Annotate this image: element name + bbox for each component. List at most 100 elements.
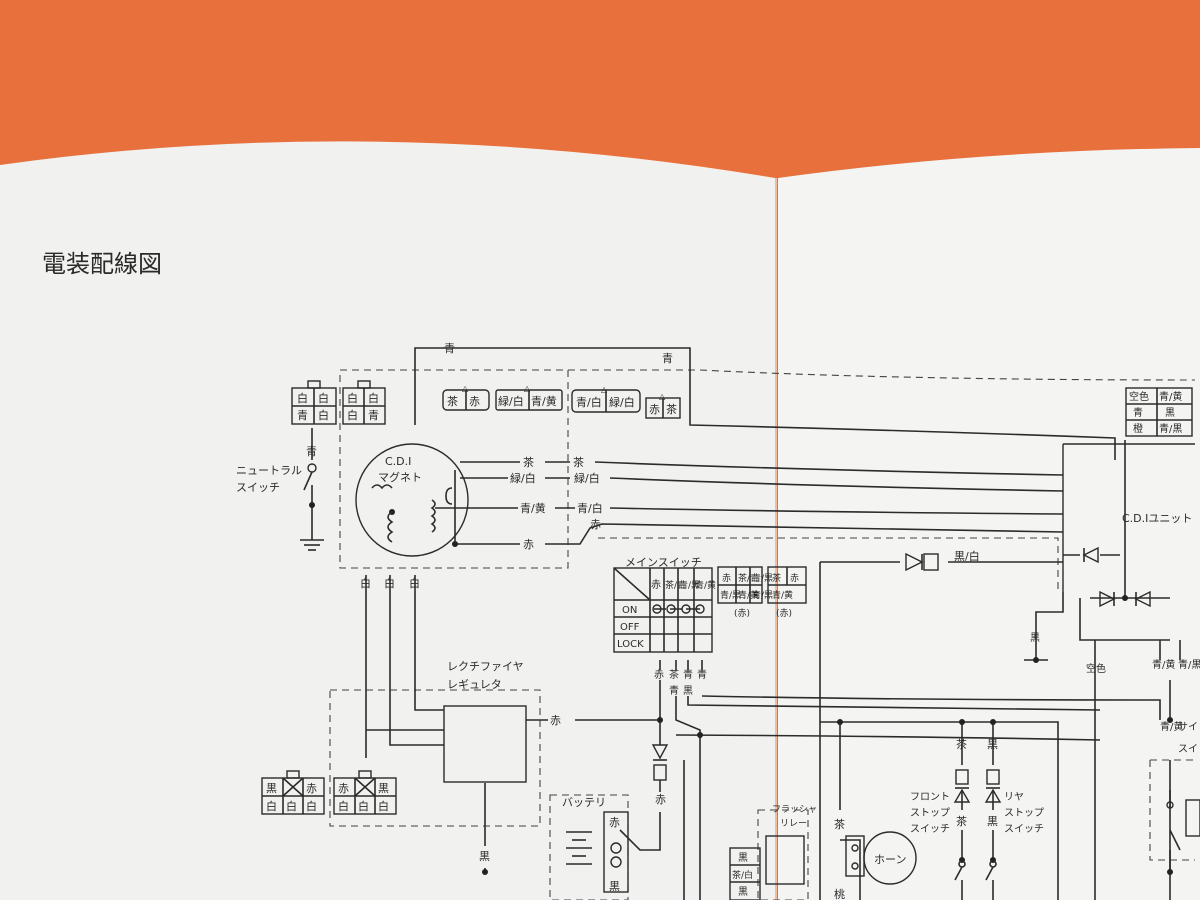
front-stop-label-1: フロント — [910, 792, 950, 803]
cdi-unit-label: C.D.Iユニット — [1122, 512, 1192, 525]
svg-text:LOCK: LOCK — [617, 639, 644, 650]
svg-text:黒: 黒 — [378, 782, 389, 795]
wire-white-3 — [414, 575, 444, 711]
neutral-switch-label-1: ニュートラル — [236, 464, 302, 477]
diode-icon — [905, 552, 939, 572]
cdi-black-label: 黒 — [1030, 632, 1040, 644]
page-title: 電装配線図 — [42, 250, 162, 278]
svg-text:△: △ — [601, 385, 608, 394]
battery-icon — [566, 831, 592, 865]
svg-text:緑/白: 緑/白 — [498, 394, 524, 408]
cdi-magneto-label-2: マグネト — [378, 470, 422, 484]
neutral-switch-label-2: スイッチ — [236, 481, 280, 494]
junction-dot — [697, 732, 703, 738]
label-red-1: 赤 — [523, 538, 534, 551]
svg-text:茶/青: 茶/青 — [665, 579, 686, 591]
svg-text:茶: 茶 — [447, 395, 458, 408]
svg-text:白: 白 — [266, 799, 277, 813]
svg-text:青: 青 — [1133, 406, 1143, 419]
cdi-diodes-icon — [1082, 546, 1151, 608]
horn-wire-brown: 茶 — [834, 818, 845, 831]
rectifier-box — [443, 705, 527, 783]
side-dashed-box — [1149, 759, 1195, 861]
ground-symbol — [300, 539, 324, 551]
side-connector — [1185, 799, 1200, 837]
svg-text:青/黒: 青/黒 — [720, 589, 741, 601]
svg-text:茶/青: 茶/青 — [738, 572, 759, 584]
svg-text:白: 白 — [318, 408, 329, 422]
svg-text:白: 白 — [378, 799, 389, 813]
ms-out-blue-3: 青 — [669, 684, 679, 697]
magneto-coil-icon — [371, 470, 456, 544]
diode-icon — [651, 744, 669, 781]
wire-ms-2 — [675, 660, 701, 900]
svg-text:白: 白 — [368, 391, 379, 405]
svg-text:青: 青 — [368, 409, 379, 422]
svg-text:白: 白 — [347, 408, 358, 422]
svg-text:ON: ON — [622, 605, 637, 616]
connector-c8: 赤 茶/青 青/黒 青/黒 青/黄 青/黒 (赤) — [717, 566, 773, 619]
connector-c1: 白 白 青 白 — [291, 380, 337, 425]
junction-dot — [837, 719, 843, 725]
label-gw-1: 緑/白 — [510, 471, 536, 485]
svg-text:青/黒: 青/黒 — [1159, 422, 1182, 435]
label-gw-2: 緑/白 — [574, 471, 600, 485]
wire-cdi-right — [1159, 640, 1181, 900]
junction-dot — [1167, 717, 1173, 723]
rectifier-dashed-box — [329, 689, 541, 827]
flasher-dashed-box — [757, 809, 809, 900]
cdi-by-label: 青/黄 — [1152, 658, 1175, 671]
front-stop-wire: 茶 — [956, 738, 967, 751]
label-bw: 青/白 — [577, 501, 603, 515]
flasher-label-2: リレー — [780, 819, 807, 829]
main-switch-label: メインスイッチ — [625, 556, 702, 569]
svg-text:赤: 赤 — [338, 782, 349, 795]
svg-text:黒: 黒 — [1165, 407, 1175, 419]
svg-text:赤: 赤 — [469, 395, 480, 408]
svg-text:赤: 赤 — [790, 573, 799, 584]
junction-dot — [1122, 595, 1128, 601]
junction-dot — [657, 717, 663, 723]
svg-text:青/黒: 青/黒 — [752, 589, 773, 601]
rear-stop-label-3: スイッチ — [1004, 823, 1044, 835]
svg-text:青/黄: 青/黄 — [738, 589, 759, 601]
svg-text:△: △ — [659, 392, 666, 401]
battery-red-label: 赤 — [655, 793, 666, 806]
svg-text:白: 白 — [286, 799, 297, 813]
side-label-1: サイ — [1178, 721, 1198, 733]
svg-text:青/黄: 青/黄 — [695, 579, 716, 591]
front-stop-diode — [953, 769, 971, 803]
label-brown-1: 茶 — [523, 456, 534, 469]
side-by-label: 青/黄 — [1160, 720, 1183, 733]
main-switch-table: 赤 茶/青 青/黒 青/黄 ON OFF LOCK — [613, 567, 716, 653]
svg-text:青/黒: 青/黒 — [752, 572, 773, 584]
wire-cdi-internal — [948, 440, 1170, 641]
rect-out-red: 赤 — [550, 714, 561, 727]
upper-dashed-box — [568, 369, 1196, 381]
wire-green-white — [460, 477, 1064, 492]
svg-text:茶: 茶 — [666, 403, 677, 416]
junction-dot — [990, 719, 996, 725]
rectifier-label-1: レクチファイヤ — [447, 660, 524, 673]
svg-text:赤: 赤 — [722, 573, 731, 584]
wire-bus — [675, 734, 1101, 900]
svg-text:空色: 空色 — [1129, 390, 1149, 403]
wire-red — [455, 523, 1064, 545]
svg-text:赤: 赤 — [306, 782, 317, 795]
label-black-white: 黒/白 — [954, 549, 980, 563]
rectifier-label-2: レギュレタ — [447, 678, 502, 691]
wire-white-2 — [389, 575, 444, 746]
rear-stop-diode — [984, 769, 1002, 803]
connector-c4: 緑/白 青/黄 △ — [495, 384, 563, 411]
svg-text:△: △ — [462, 384, 469, 393]
horn-label: ホーン — [874, 853, 906, 866]
label-white-1: 白 — [360, 576, 371, 590]
svg-text:青/白: 青/白 — [576, 395, 602, 409]
svg-text:(赤): (赤) — [734, 608, 750, 619]
connector-c6: 赤 茶 △ — [645, 392, 681, 419]
svg-text:青/黄: 青/黄 — [531, 394, 557, 408]
connector-c7: 空色 青/黄 青 黒 橙 青/黒 — [1125, 387, 1193, 437]
battery-dashed-box — [549, 794, 629, 900]
junction-dot — [1033, 657, 1039, 663]
front-stop-wire-2: 茶 — [956, 815, 967, 828]
